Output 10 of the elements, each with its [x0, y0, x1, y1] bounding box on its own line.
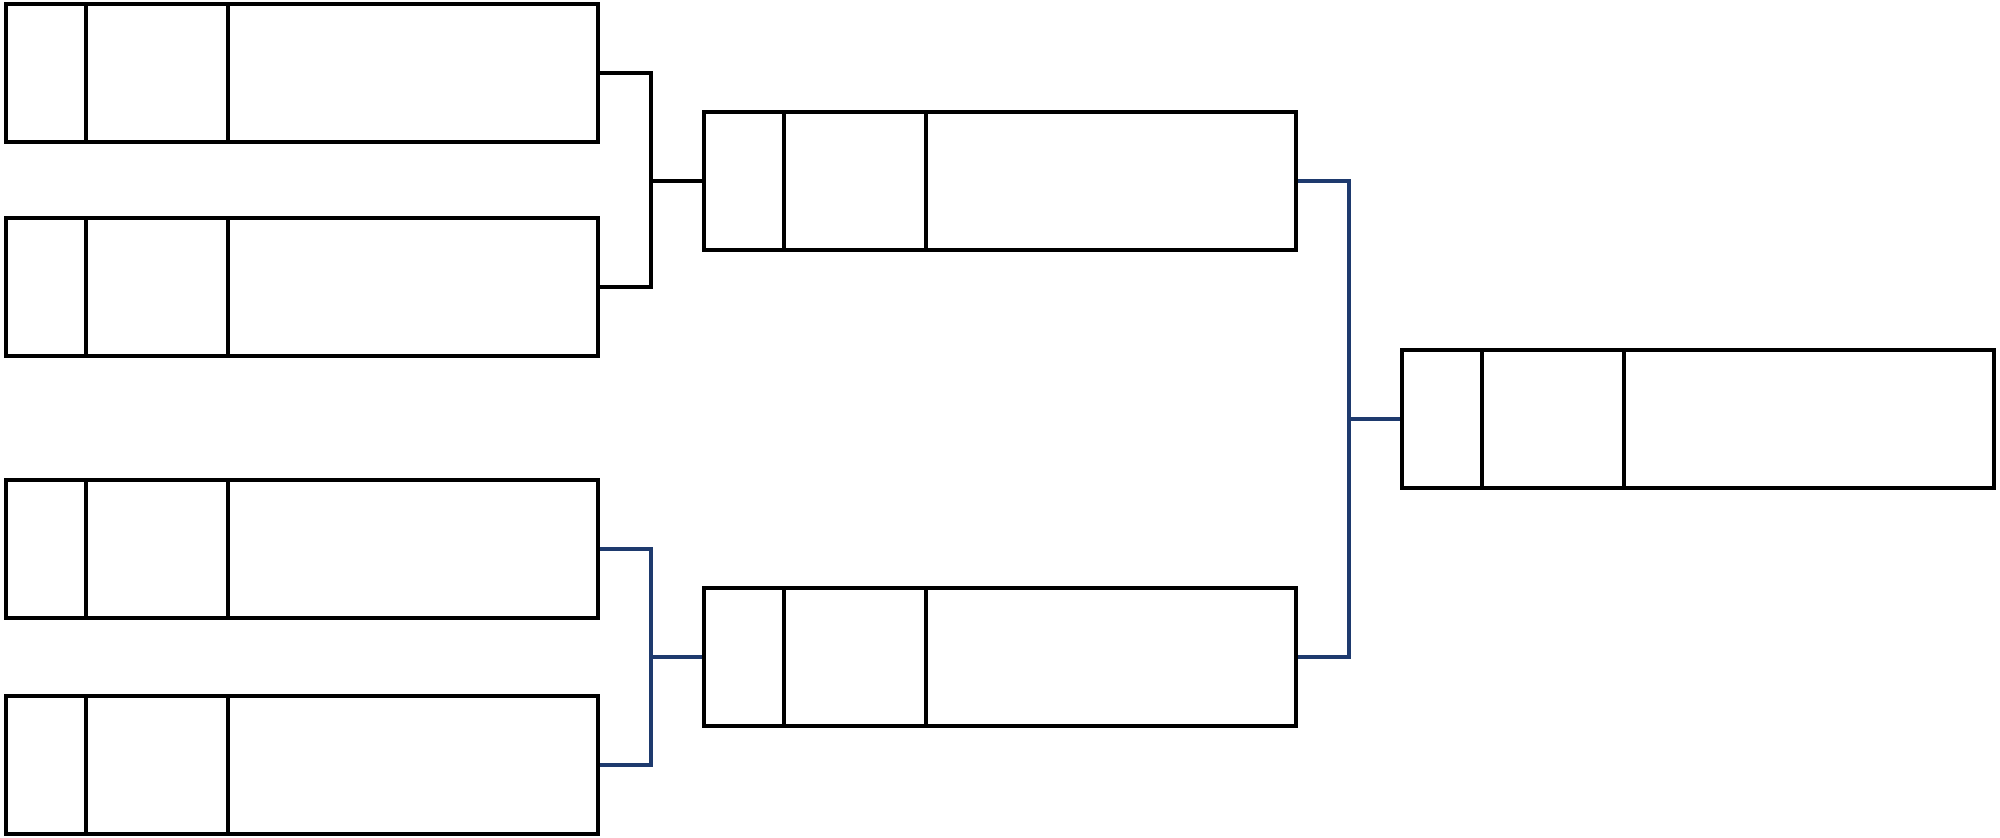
bracket-slot [4, 694, 600, 836]
bracket-slot [4, 216, 600, 358]
bracket-connector [600, 179, 702, 289]
bracket-slot [4, 478, 600, 620]
bracket-slot [1400, 348, 1996, 490]
bracket-connector [600, 655, 702, 767]
bracket-slot [702, 586, 1298, 728]
bracket-slot [4, 2, 600, 144]
bracket-connector [1298, 417, 1400, 659]
bracket-slot [702, 110, 1298, 252]
